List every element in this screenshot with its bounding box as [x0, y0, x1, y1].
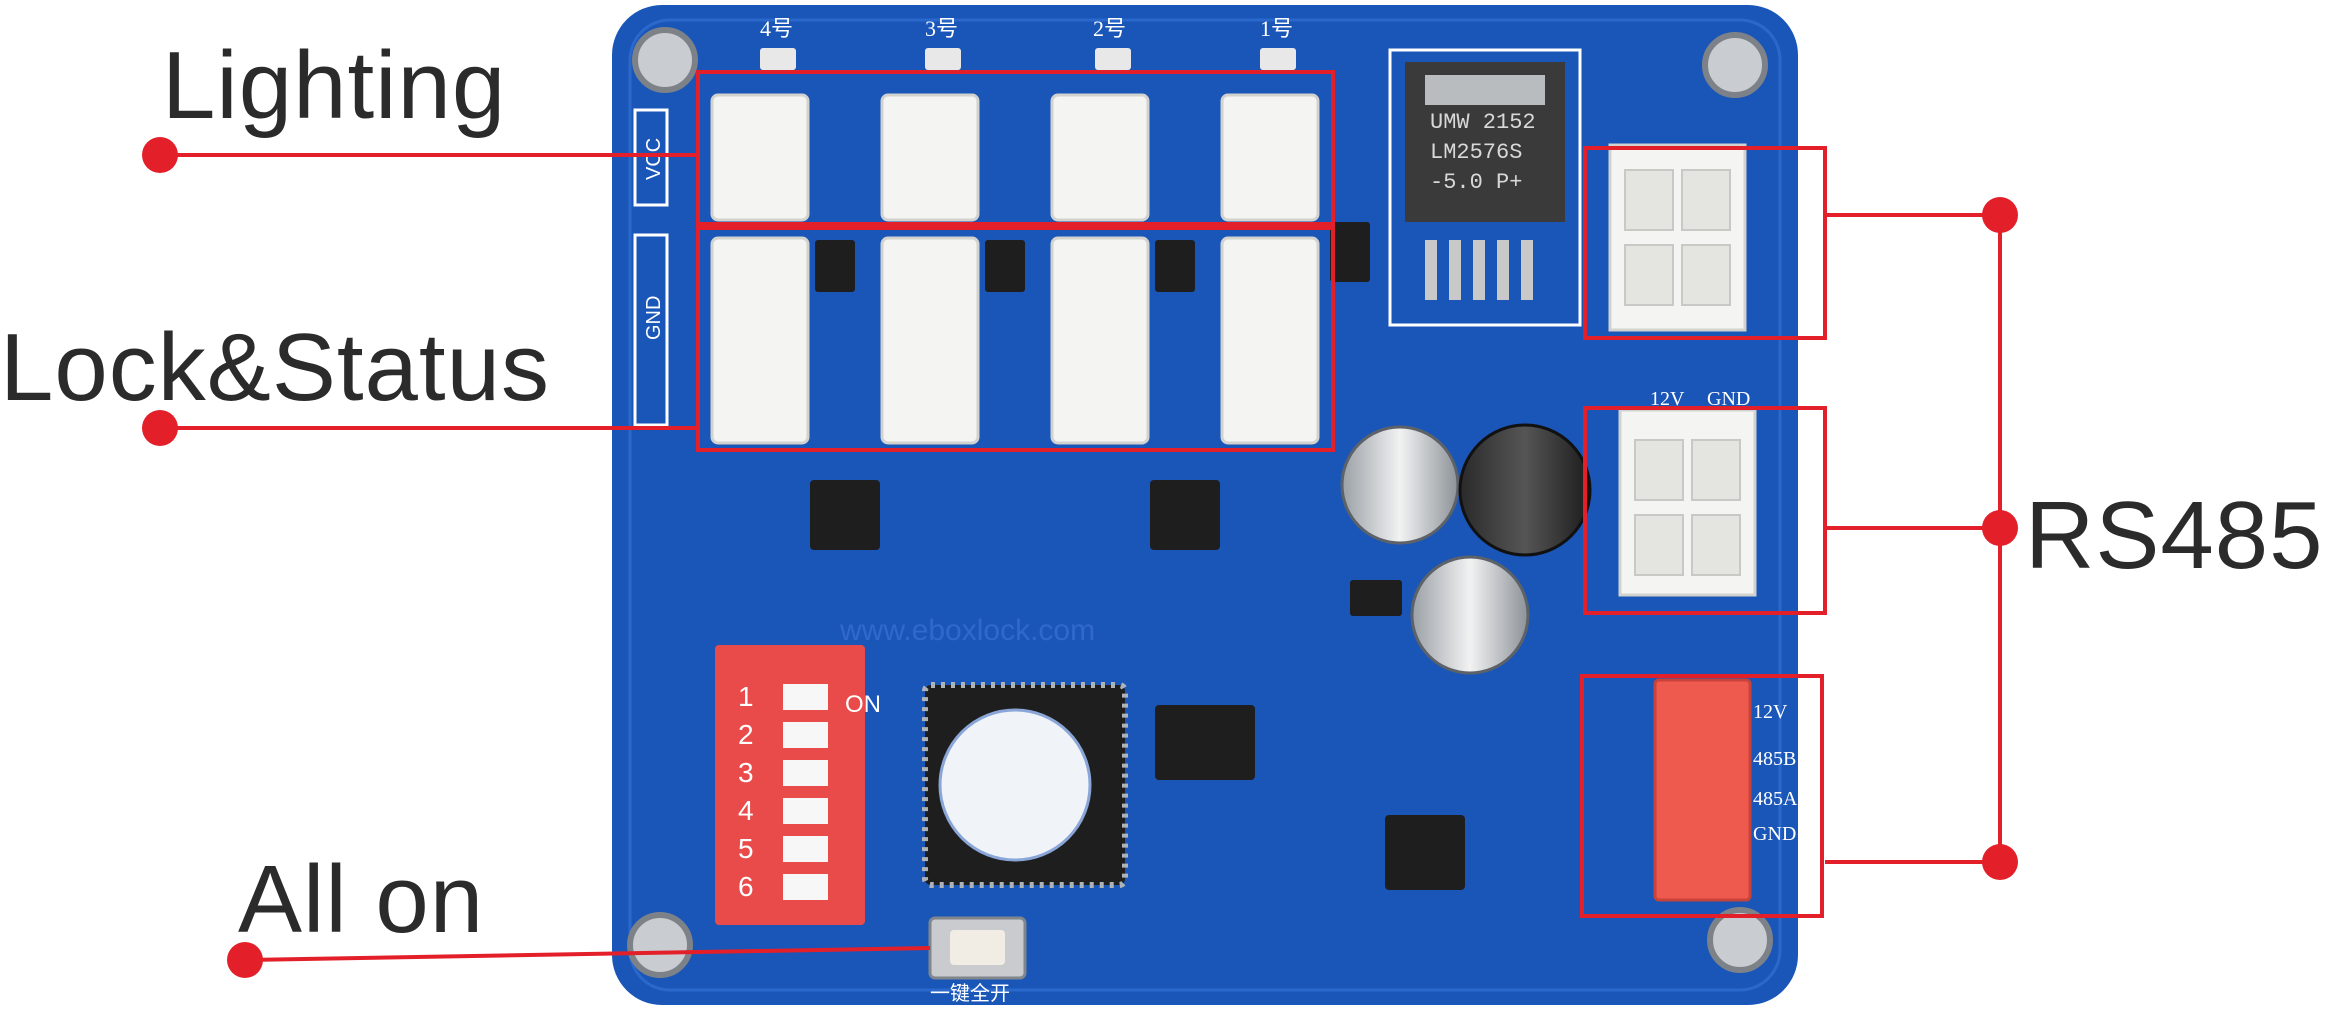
svg-text:GND: GND	[1753, 823, 1796, 845]
lamp-label-1: 1号	[1260, 16, 1293, 41]
svg-text:2: 2	[738, 719, 754, 750]
svg-text:485A: 485A	[1753, 788, 1798, 810]
svg-text:1: 1	[738, 681, 754, 712]
mcu-chip	[922, 682, 1128, 888]
lighting-label: Lighting	[162, 32, 507, 139]
svg-text:6: 6	[738, 871, 754, 902]
lamp-label-2: 2号	[1093, 16, 1126, 41]
svg-text:12V: 12V	[1650, 388, 1685, 410]
svg-text:485B: 485B	[1753, 748, 1796, 770]
lock-status-connectors	[710, 236, 1320, 445]
power-highlight-top	[1583, 146, 1827, 340]
svg-text:UMW 2152: UMW 2152	[1430, 110, 1536, 135]
vcc-gnd-silk: VCC GND	[633, 108, 669, 427]
power-highlight-mid	[1583, 406, 1827, 615]
diodes	[815, 222, 1402, 616]
svg-text:4: 4	[738, 795, 754, 826]
pcb-trace-zone	[628, 18, 1782, 992]
svg-text:-5.0 P+: -5.0 P+	[1430, 170, 1522, 195]
callout-boxes	[696, 70, 1827, 918]
lamp-labels: 4号 3号 2号 1号	[760, 16, 1293, 41]
svg-text:www.eboxlock.com: www.eboxlock.com	[839, 614, 1095, 647]
svg-text:VCC: VCC	[643, 138, 665, 180]
lock-status-highlight	[696, 226, 1335, 452]
rs485-dot-top	[1982, 197, 2018, 233]
svg-text:LM2576S: LM2576S	[1430, 140, 1522, 165]
dip-switch: 1 2 3 4 5 6 ON	[715, 645, 881, 925]
lamp-label-3: 3号	[925, 16, 958, 41]
lamp-leds	[760, 48, 1296, 70]
lighting-dot	[142, 137, 178, 173]
rs485-dot-mid	[1982, 510, 2018, 546]
voltage-regulator: UMW 2152 LM2576S -5.0 P+	[1388, 48, 1582, 327]
lighting-connectors	[710, 93, 1320, 222]
svg-text:3: 3	[738, 757, 754, 788]
callout-dots	[142, 137, 2018, 978]
mounting-holes	[627, 27, 1773, 978]
lock-status-label: Lock&Status	[0, 314, 550, 421]
all-on-dot	[227, 942, 263, 978]
push-button: 一键全开	[928, 916, 1027, 1005]
rs485-highlight	[1580, 674, 1824, 918]
lighting-highlight	[696, 70, 1335, 226]
svg-text:5: 5	[738, 833, 754, 864]
power-connectors: 12V GND	[1608, 143, 1757, 597]
rs485-dot-bottom	[1982, 844, 2018, 880]
driver-ics	[810, 480, 1465, 890]
svg-text:一键全开: 一键全开	[930, 981, 1010, 1005]
svg-text:GND: GND	[643, 296, 665, 340]
rs485-connector: 12V 485B 485A GND	[1653, 678, 1798, 902]
all-on-label: All on	[238, 846, 485, 953]
svg-text:ON: ON	[845, 691, 881, 718]
rs485-label: RS485	[2025, 482, 2324, 589]
lamp-label-4: 4号	[760, 16, 793, 41]
svg-text:12V: 12V	[1753, 701, 1788, 723]
svg-text:GND: GND	[1707, 388, 1750, 410]
lock-status-dot	[142, 410, 178, 446]
electrolytic-capacitors	[1340, 423, 1592, 675]
